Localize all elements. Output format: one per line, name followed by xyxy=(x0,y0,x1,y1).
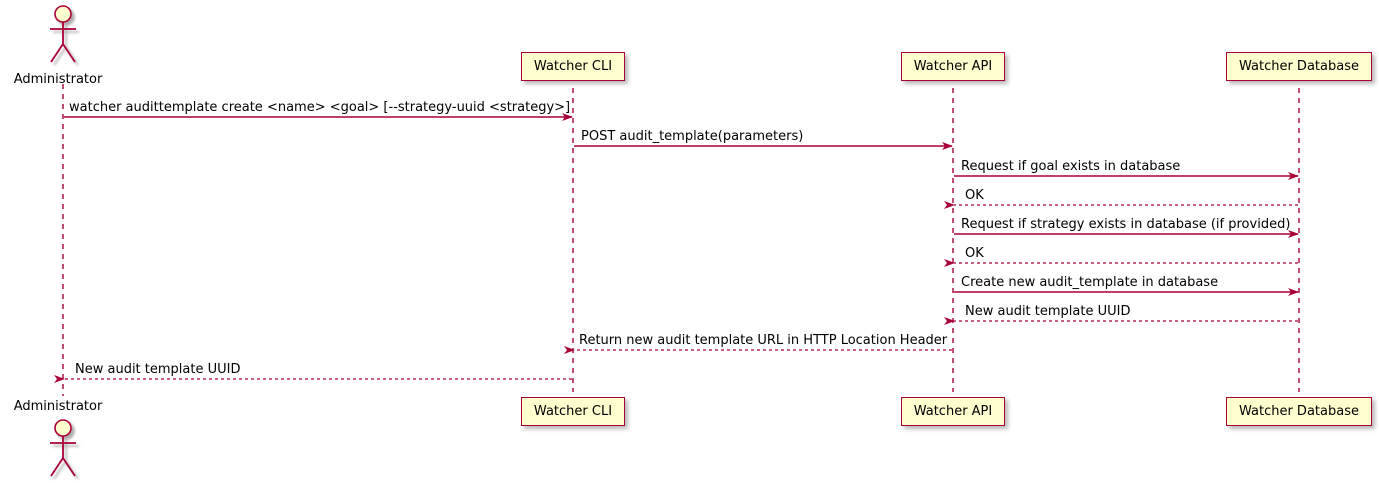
lifelines-group xyxy=(62,84,1300,396)
participant-box-watcher-cli-top[interactable]: Watcher CLI xyxy=(520,52,626,81)
participant-box-watcher-database-top[interactable]: Watcher Database xyxy=(1226,52,1372,81)
message-arrows-group xyxy=(54,113,1299,383)
message-label-4: OK xyxy=(965,188,984,203)
message-label-5: Request if strategy exists in database (… xyxy=(961,217,1291,232)
message-label-9: Return new audit template URL in HTTP Lo… xyxy=(579,333,948,348)
actor-head xyxy=(54,419,72,437)
participant-box-watcher-api-top[interactable]: Watcher API xyxy=(900,52,1006,81)
participant-box-watcher-api-bottom[interactable]: Watcher API xyxy=(900,397,1006,426)
participant-label-watcher-cli: Watcher CLI xyxy=(533,404,613,419)
message-label-1: watcher audittemplate create <name> <goa… xyxy=(69,100,571,115)
actor-figure-administrator-bottom[interactable] xyxy=(50,419,76,477)
participant-label-watcher-api: Watcher API xyxy=(913,59,993,74)
message-label-3: Request if goal exists in database xyxy=(961,159,1181,174)
message-label-2: POST audit_template(parameters) xyxy=(581,129,804,144)
message-label-6: OK xyxy=(965,246,984,261)
participant-label-watcher-api: Watcher API xyxy=(913,404,993,419)
actor-label-administrator-top: Administrator xyxy=(13,72,103,87)
actor-head xyxy=(54,5,72,23)
actor-body xyxy=(50,436,76,477)
message-label-10: New audit template UUID xyxy=(75,362,241,377)
actor-figures-group xyxy=(50,5,76,477)
message-label-7: Create new audit_template in database xyxy=(961,275,1219,290)
actor-body xyxy=(50,22,76,63)
actor-label-administrator-bottom: Administrator xyxy=(13,399,103,414)
participant-label-watcher-database: Watcher Database xyxy=(1238,59,1359,74)
participant-box-watcher-database-bottom[interactable]: Watcher Database xyxy=(1226,397,1372,426)
participant-box-watcher-cli-bottom[interactable]: Watcher CLI xyxy=(520,397,626,426)
actor-figure-administrator-top[interactable] xyxy=(50,5,76,63)
participant-label-watcher-cli: Watcher CLI xyxy=(533,59,613,74)
participant-label-watcher-database: Watcher Database xyxy=(1238,404,1359,419)
message-label-8: New audit template UUID xyxy=(965,304,1131,319)
